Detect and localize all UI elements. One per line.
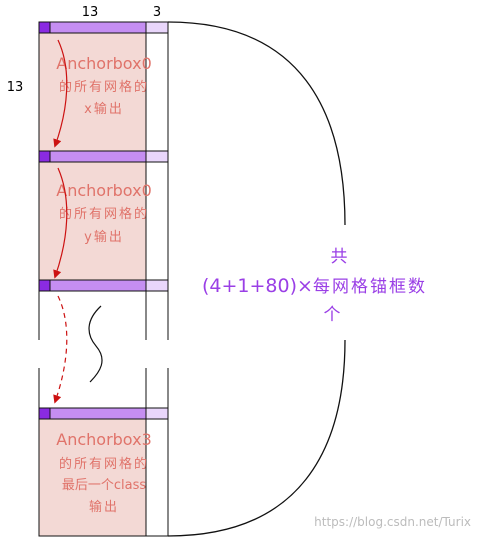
- block2-first-cell: [38, 150, 51, 163]
- total-formula: (4+1+80)×: [202, 275, 313, 297]
- block2-scan-arrow: [53, 167, 68, 279]
- block3-line4: 输出: [89, 499, 119, 515]
- total-line3: 个: [324, 305, 341, 325]
- block1-top-bar: [38, 21, 147, 34]
- block1-first-cell: [38, 21, 51, 34]
- block3-top-bar-end: [145, 407, 169, 420]
- block1-scan-arrow: [53, 39, 68, 148]
- block1-line3: x输出: [84, 101, 124, 117]
- total-line1: 共: [331, 247, 348, 267]
- channel-dimension-label: 3: [153, 5, 161, 20]
- dashed-skip-arrow: [53, 295, 68, 404]
- total-per-cell-anchors: 每网格锚框数: [313, 277, 427, 297]
- block3-line1: Anchorbox3: [56, 430, 152, 449]
- block3-line3: 最后一个class: [62, 478, 146, 493]
- block2-top-bar-end: [145, 150, 169, 163]
- block-class-output: Anchorbox3 的所有网格的 最后一个class 输出: [38, 407, 169, 537]
- block-y-output: Anchorbox0 的所有网格的 y输出: [38, 150, 169, 281]
- block-next-start: [38, 279, 169, 340]
- block3-first-cell: [38, 407, 51, 420]
- total-line2: (4+1+80)×每网格锚框数: [202, 275, 427, 297]
- watermark-text: https://blog.csdn.net/Turix: [314, 515, 471, 529]
- block2-line3: y输出: [84, 229, 124, 245]
- height-dimension-label: 13: [7, 80, 24, 95]
- block2-top-bar: [38, 150, 147, 163]
- block3-top-bar: [38, 407, 147, 420]
- block1-line2: 的所有网格的: [59, 79, 149, 95]
- block3-line2: 的所有网格的: [59, 456, 149, 472]
- wavy-break-line: [88, 305, 103, 383]
- width-dimension-label: 13: [82, 5, 99, 20]
- block2-line1: Anchorbox0: [56, 181, 152, 200]
- block1-line1: Anchorbox0: [56, 54, 152, 73]
- block2-line2: 的所有网格的: [59, 206, 149, 222]
- total-brace-curve: [167, 21, 346, 537]
- block1-top-bar-end: [145, 21, 169, 34]
- block-x-output: Anchorbox0 的所有网格的 x输出: [38, 21, 169, 152]
- omission-break: [38, 295, 169, 408]
